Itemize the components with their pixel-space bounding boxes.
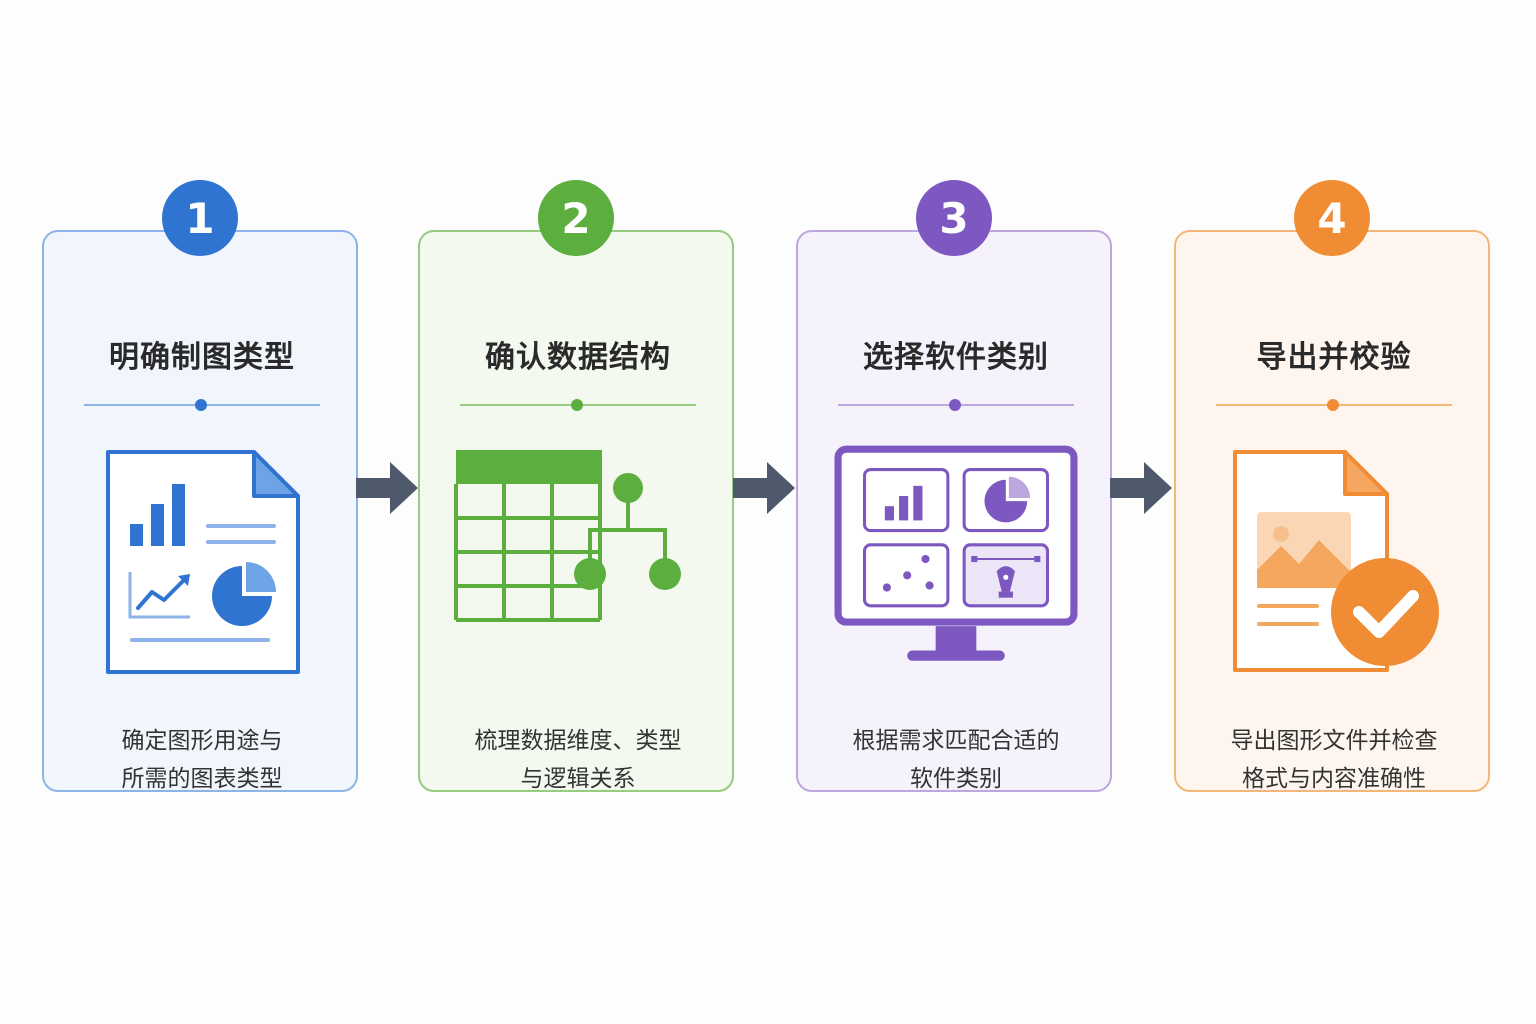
step-description: 根据需求匹配合适的 软件类别	[808, 722, 1104, 798]
step-number-badge: 1	[162, 180, 238, 256]
step-title: 明确制图类型	[109, 340, 295, 375]
description-line-2: 软件类别	[910, 766, 1002, 792]
step-card: 明确制图类型 确定图形用途与 所需的图表类型	[42, 230, 358, 792]
arrow-right-icon	[356, 462, 418, 514]
step-title: 导出并校验	[1256, 340, 1412, 375]
chart-document-icon	[106, 450, 300, 674]
step-card: 导出并校验 导出图形文件并检查 格式与内容准确性	[1174, 230, 1490, 792]
divider-dot	[571, 399, 583, 411]
arrow-right-icon	[1110, 462, 1172, 514]
monitor-apps-icon	[834, 445, 1078, 661]
step-number-badge: 4	[1294, 180, 1370, 256]
divider-dot	[195, 399, 207, 411]
description-line-1: 梳理数据维度、类型	[474, 728, 682, 754]
export-check-icon	[1233, 450, 1439, 672]
step-3: 3 选择软件类别	[796, 180, 1116, 795]
description-line-1: 根据需求匹配合适的	[852, 728, 1060, 754]
description-line-2: 格式与内容准确性	[1242, 766, 1426, 792]
step-2: 2 确认数据结构 梳理数据维度、	[418, 180, 738, 795]
step-number-badge: 2	[538, 180, 614, 256]
divider-dot	[949, 399, 961, 411]
step-card: 选择软件类别 根据需求匹配合适	[796, 230, 1112, 792]
step-title: 选择软件类别	[863, 340, 1049, 375]
step-number-badge: 3	[916, 180, 992, 256]
step-card: 确认数据结构 梳理数据维度、类型	[418, 230, 734, 792]
table-hierarchy-icon	[454, 450, 681, 622]
step-4: 4 导出并校验 导出图形文件并检查 格式与内容准确性	[1174, 180, 1494, 795]
step-description: 梳理数据维度、类型 与逻辑关系	[430, 722, 726, 798]
step-title: 确认数据结构	[485, 340, 671, 375]
step-description: 确定图形用途与 所需的图表类型	[54, 722, 350, 798]
description-line-1: 确定图形用途与	[121, 728, 283, 754]
arrow-right-icon	[733, 462, 795, 514]
step-1: 1 明确制图类型 确定图形用途与 所需的图表类型	[42, 180, 362, 795]
description-line-2: 与逻辑关系	[520, 766, 636, 792]
step-description: 导出图形文件并检查 格式与内容准确性	[1186, 722, 1482, 798]
divider-dot	[1327, 399, 1339, 411]
description-line-1: 导出图形文件并检查	[1230, 728, 1438, 754]
description-line-2: 所需的图表类型	[121, 766, 283, 792]
